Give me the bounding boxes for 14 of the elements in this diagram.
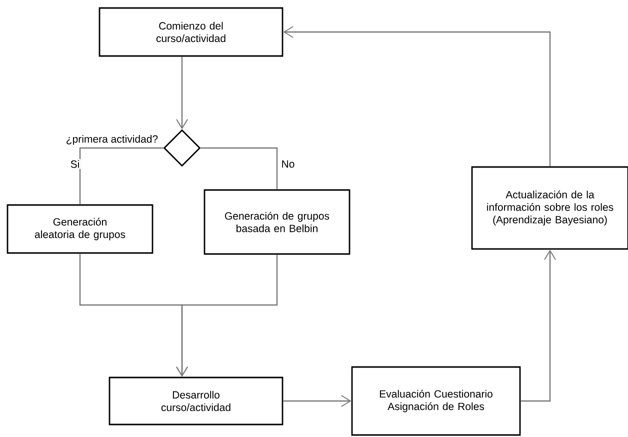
- process-box: Comienzo del curso/actividad: [98, 7, 284, 57]
- edge-label: Si: [70, 160, 79, 168]
- arrow: [283, 26, 551, 166]
- question-label: ¿primera actividad?: [66, 135, 158, 145]
- arrow: [176, 56, 188, 130]
- process-box: Generación de grupos basada en Belbin: [204, 189, 350, 255]
- arrow: [520, 250, 556, 402]
- process-box: Generación aleatoria de grupos: [6, 204, 154, 254]
- arrow: [176, 254, 278, 377]
- edge-label: No: [282, 160, 294, 168]
- process-box: Evaluación Cuestionario Asignación de Roles: [351, 366, 521, 436]
- process-box: Actualización de la información sobre los roles (Aprendizaje Bayesiano): [471, 166, 628, 250]
- arrow: [283, 395, 352, 407]
- process-box: Desarrollo curso/actividad: [108, 376, 284, 426]
